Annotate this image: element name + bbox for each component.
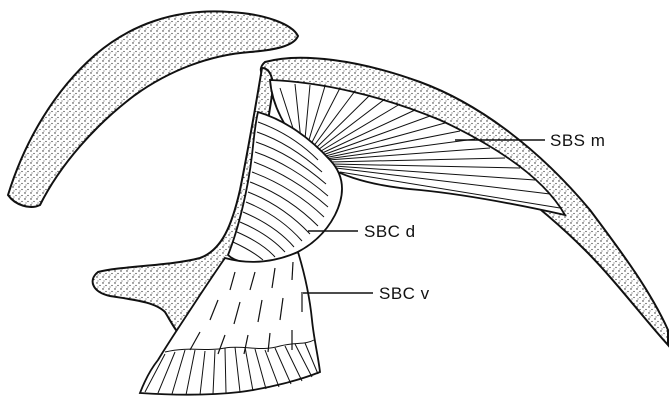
sbc-v-label: SBC v (379, 284, 430, 303)
sbc-d-label: SBC d (364, 222, 416, 241)
sbs-m-label: SBS m (550, 131, 605, 150)
